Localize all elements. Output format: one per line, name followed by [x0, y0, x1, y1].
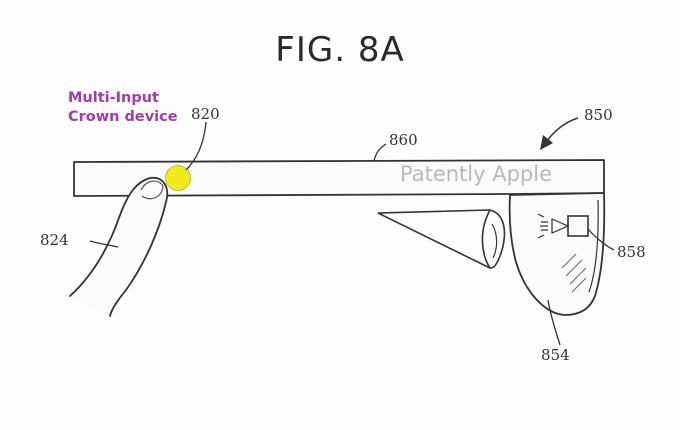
lens-housing — [508, 192, 606, 316]
figure-title: FIG. 8A — [275, 30, 405, 70]
projector-box — [567, 215, 589, 237]
arrow-850-head — [540, 135, 553, 150]
ref-850: 850 — [584, 106, 613, 124]
annotation-line2: Crown device — [68, 109, 178, 125]
light-cone — [377, 209, 491, 269]
light-emitter — [537, 213, 570, 239]
leader-858 — [587, 228, 615, 251]
ref-860: 860 — [389, 131, 418, 149]
fingernail — [140, 180, 164, 200]
eye-iris — [491, 223, 498, 259]
leader-824 — [89, 240, 119, 248]
eye — [481, 209, 506, 269]
arrow-850 — [545, 117, 579, 143]
ref-854: 854 — [541, 346, 570, 364]
ref-820: 820 — [191, 105, 220, 123]
lens-hatch — [561, 253, 587, 293]
ref-824: 824 — [40, 231, 69, 249]
finger — [69, 176, 169, 317]
watermark: Patently Apple — [400, 162, 553, 186]
lens-inner-edge — [588, 199, 599, 293]
leader-820 — [185, 121, 207, 171]
crown-device — [165, 165, 191, 191]
leader-860 — [373, 143, 387, 162]
annotation-line1: Multi-Input — [68, 90, 159, 106]
ref-858: 858 — [617, 243, 646, 261]
leader-854 — [547, 299, 561, 346]
